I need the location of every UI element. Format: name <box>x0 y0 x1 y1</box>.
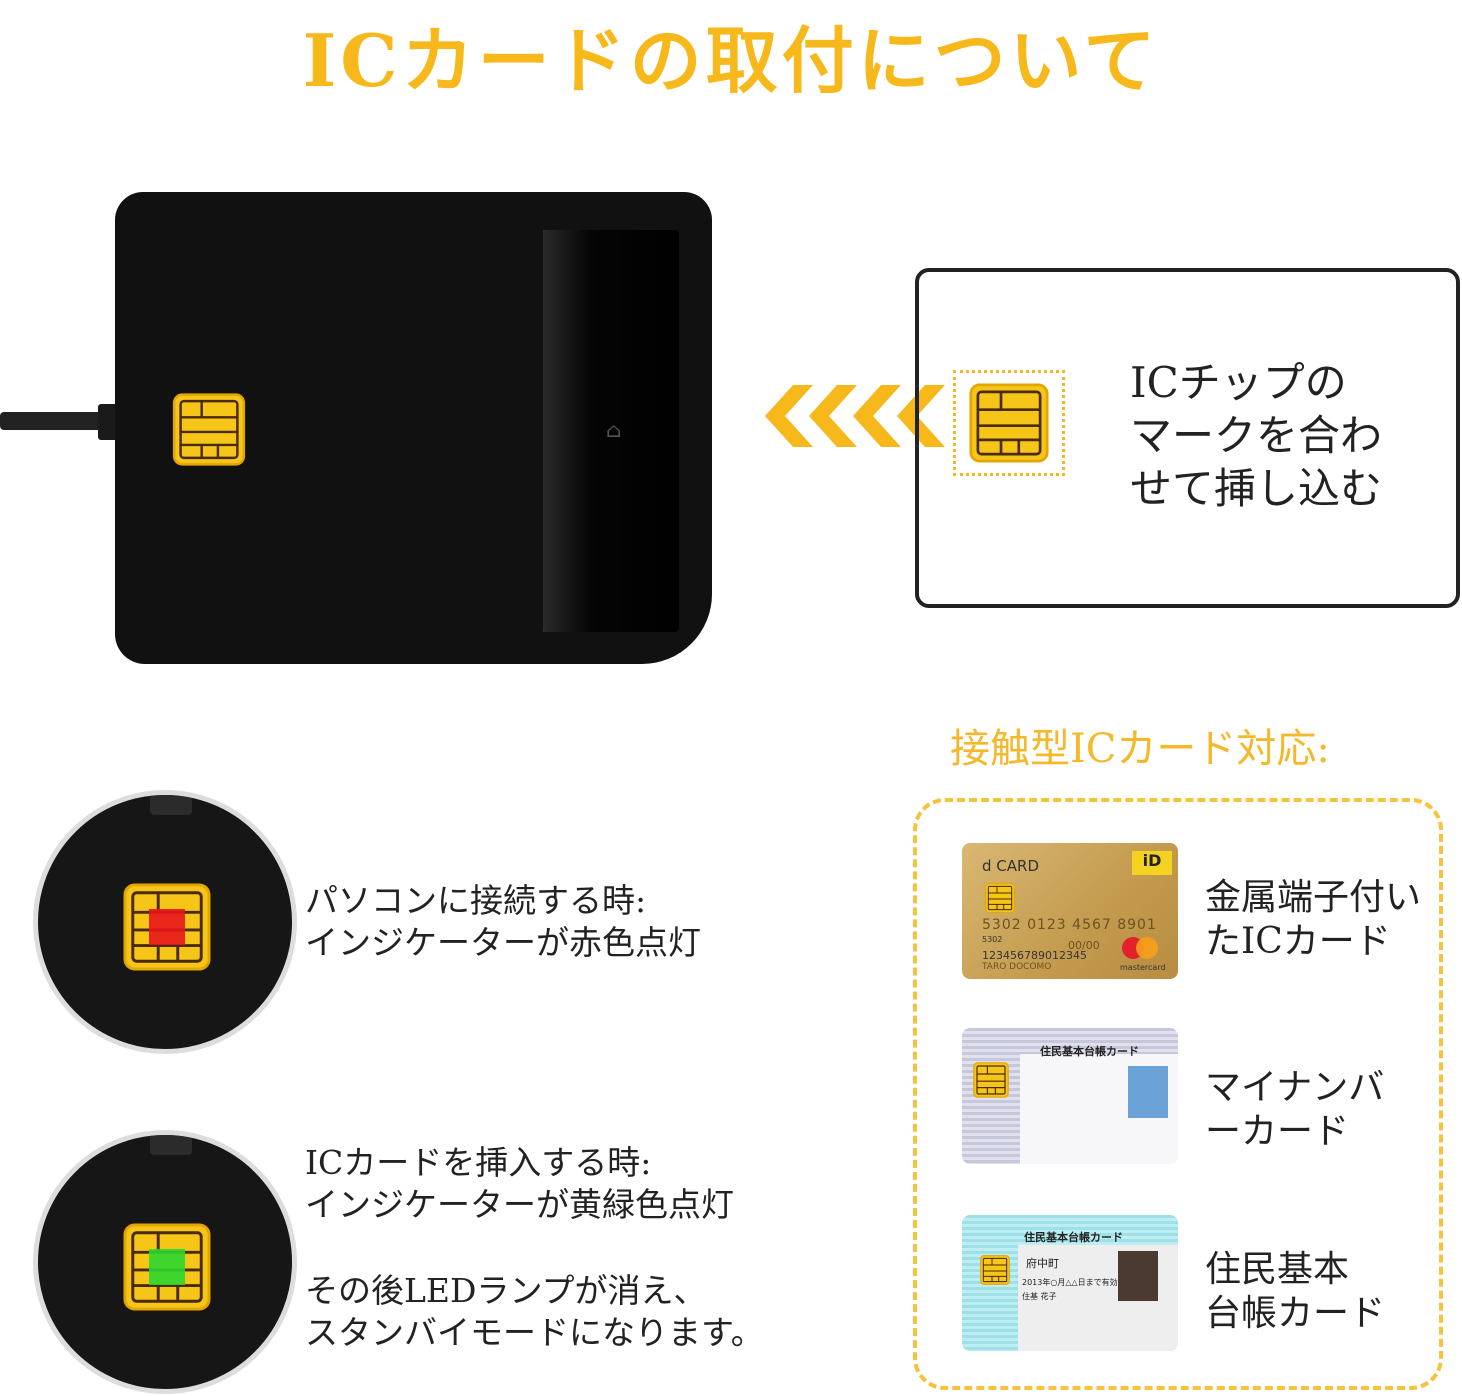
desc-line: インジケーターが黄緑色点灯 <box>305 1185 734 1224</box>
card-expiry: 00/00 <box>1068 939 1100 952</box>
chevron-left-arrows-icon <box>765 385 945 447</box>
photo <box>1118 1251 1158 1301</box>
my-number-card-image: 住民基本台帳カード <box>962 1028 1178 1164</box>
chip-highlight <box>953 370 1065 476</box>
spacer <box>305 1226 764 1270</box>
ic-chip-icon <box>973 1062 1009 1098</box>
ic-chip-icon <box>172 393 246 466</box>
card-brand: d CARD <box>982 857 1039 875</box>
desc-line: パソコンに接続する時: <box>305 881 647 920</box>
card-number: 5302 0123 4567 8901 <box>982 917 1157 933</box>
page-title: ICカードの取付について <box>302 18 1160 103</box>
green-indicator-closeup <box>33 1130 297 1394</box>
card-slot <box>543 230 679 632</box>
ic-chip-icon <box>980 1255 1010 1285</box>
card-valid: 2013年○月△△日まで有効 <box>1022 1278 1118 1287</box>
card-town: 府中町 <box>1026 1257 1059 1270</box>
insert-instruction-box <box>915 268 1460 608</box>
instruction-line: ICチップの <box>1130 358 1347 407</box>
usb-cable <box>0 412 118 430</box>
led-light <box>149 1249 185 1285</box>
led-light <box>149 909 185 945</box>
label-line: ーカード <box>1205 1111 1350 1152</box>
label-line: たICカード <box>1205 921 1391 962</box>
card-network: mastercard <box>1120 963 1166 972</box>
compat-cards-box <box>913 798 1443 1390</box>
id-badge: iD <box>1132 851 1172 875</box>
card-holder: TARO DOCOMO <box>982 962 1052 972</box>
card-name: 住基 花子 <box>1022 1292 1057 1301</box>
card-header: 住民基本台帳カード <box>1040 1045 1139 1058</box>
mastercard-logo-circle <box>1136 937 1158 959</box>
label-line: 台帳カード <box>1205 1293 1386 1334</box>
photo <box>1128 1066 1168 1118</box>
card-label: 金属端子付い たICカード <box>1205 876 1421 964</box>
instruction-line: せて挿し込む <box>1130 464 1383 513</box>
ic-chip-led-icon <box>123 883 211 971</box>
indicator-desc-red: パソコンに接続する時: インジケーターが赤色点灯 <box>305 880 701 964</box>
cable-knob <box>150 1135 192 1155</box>
ic-chip-icon <box>969 383 1049 463</box>
insert-instruction-text: ICチップの マークを合わ せて挿し込む <box>1130 356 1382 515</box>
desc-line: インジケーターが赤色点灯 <box>305 923 701 962</box>
desc-line: スタンバイモードになります。 <box>305 1313 764 1352</box>
ic-chip-led-icon <box>123 1223 211 1311</box>
cable-knob <box>150 795 192 815</box>
compat-title: 接触型ICカード対応: <box>950 726 1330 772</box>
ic-chip-icon <box>985 883 1015 913</box>
indicator-desc-green: ICカードを挿入する時: インジケーターが黄緑色点灯 その後LEDランプが消え、… <box>305 1142 764 1354</box>
label-line: 住民基本 <box>1205 1249 1350 1290</box>
card-label: 住民基本 台帳カード <box>1205 1248 1385 1336</box>
red-indicator-closeup <box>33 790 297 1054</box>
desc-line: その後LEDランプが消え、 <box>305 1271 707 1310</box>
cable-strain-relief <box>98 404 120 440</box>
slot-mark-icon: ⌂ <box>606 418 622 442</box>
card-label: マイナンバ ーカード <box>1205 1066 1384 1154</box>
juki-card-image: 住民基本台帳カード 府中町 2013年○月△△日まで有効 住基 花子 <box>962 1215 1178 1351</box>
label-line: マイナンバ <box>1205 1067 1385 1108</box>
dcard-image: d CARD iD 5302 0123 4567 8901 5302 00/00… <box>962 843 1178 979</box>
card-account: 123456789012345 <box>982 949 1087 962</box>
instruction-line: マークを合わ <box>1130 411 1383 460</box>
label-line: 金属端子付い <box>1205 877 1422 918</box>
card-header: 住民基本台帳カード <box>1024 1231 1123 1244</box>
card-small-number: 5302 <box>982 935 1003 944</box>
desc-line: ICカードを挿入する時: <box>305 1143 652 1182</box>
